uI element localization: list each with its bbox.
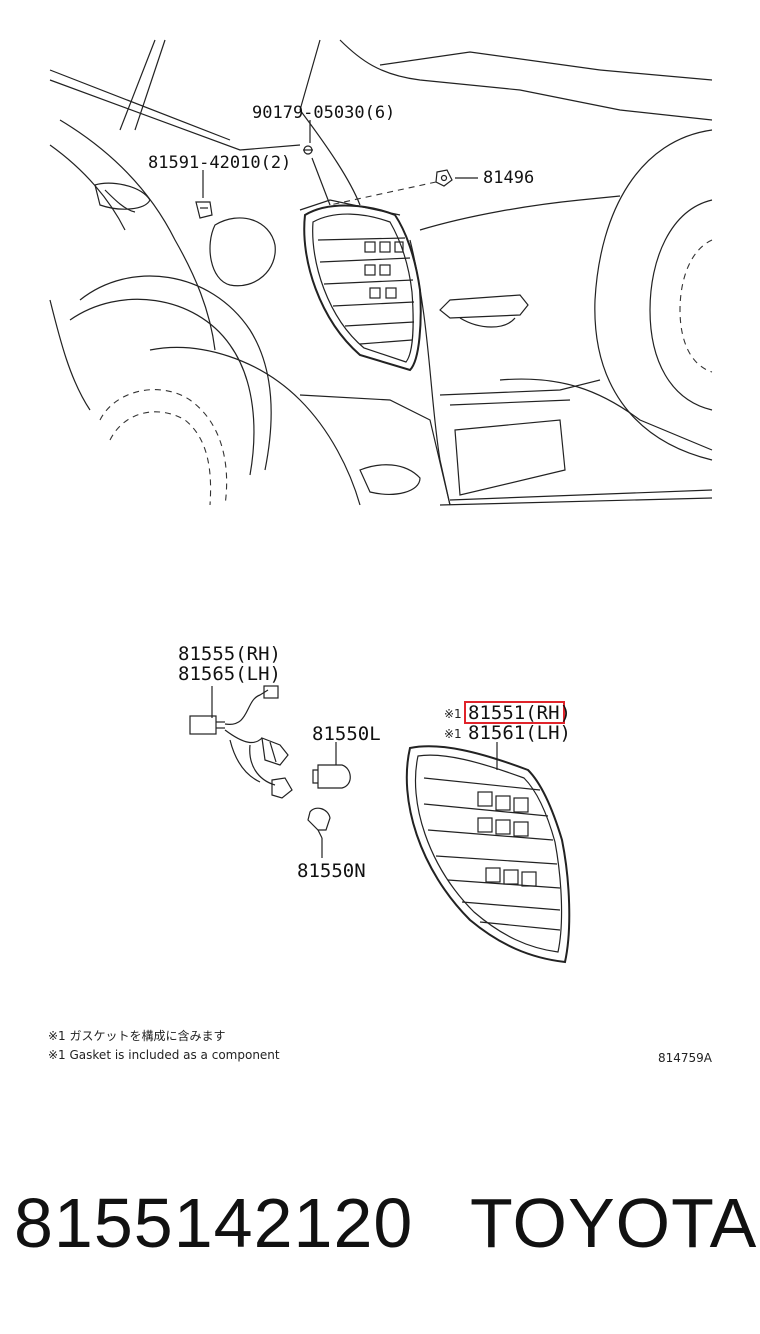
vehicle-rear-quarter-illustration: 90179-05030(6) 81591-42010(2) 81496: [49, 39, 713, 506]
lamp-rh-marker: ※1: [444, 707, 462, 721]
note-japanese: ※1 ガスケットを構成に含みます: [48, 1028, 226, 1043]
lamp-lh-marker: ※1: [444, 727, 462, 741]
bulb-n-callout: 81550N: [297, 860, 366, 882]
nut-icon: [329, 169, 478, 206]
tail-lamp-assembly: [405, 742, 571, 964]
tail-lamp-installed: [299, 199, 422, 372]
bolt-callout: 90179-05030(6): [252, 103, 395, 123]
socket-rh-callout: 81555(RH): [178, 643, 281, 665]
bulb-l-callout: 81550L: [312, 723, 381, 745]
brand-name: TOYOTA: [470, 1184, 758, 1262]
bulb-l-icon: [312, 742, 351, 789]
bolt-icon: [303, 120, 331, 206]
diagram-reference: 814759A: [658, 1051, 713, 1065]
highlight-box: [464, 701, 565, 724]
socket-and-wire-assembly: [189, 685, 293, 799]
clip-callout: 81591-42010(2): [148, 153, 291, 173]
note-english: ※1 Gasket is included as a component: [48, 1048, 280, 1062]
clip-icon: [195, 170, 213, 219]
lamp-lh-callout: 81561(LH): [468, 722, 571, 744]
socket-lh-callout: 81565(LH): [178, 663, 281, 685]
part-number: 8155142120: [14, 1184, 414, 1262]
lamp-rh-callout: 81551(RH): [468, 702, 571, 724]
nut-callout: 81496: [483, 168, 534, 188]
bulb-n-icon: [307, 807, 331, 858]
